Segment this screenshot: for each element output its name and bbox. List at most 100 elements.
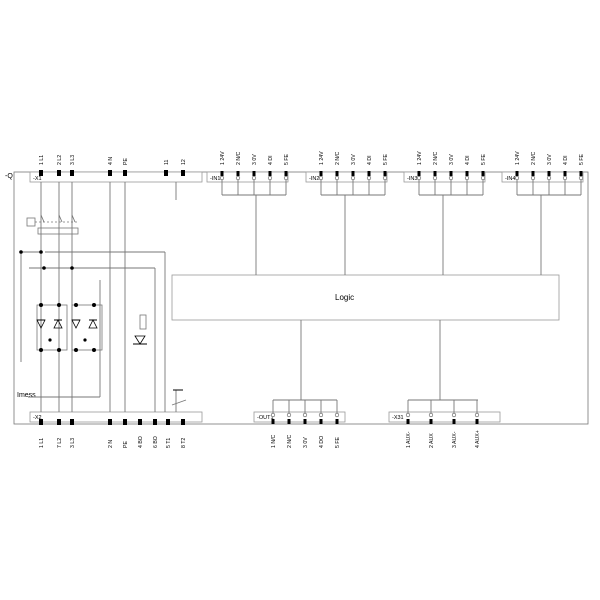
power-circuit — [19, 182, 581, 412]
in3-terminal-1 — [433, 171, 437, 176]
in1-terminal-ring-2 — [251, 175, 257, 181]
out1-terminal-ring-1 — [286, 412, 292, 418]
out1-terminal-2 — [303, 419, 307, 424]
out1-terminal-label-4: 5 FE — [335, 437, 341, 448]
x2-terminal-2 — [70, 419, 74, 425]
x2-terminal-label-4: PE — [123, 441, 129, 448]
device-frame — [13, 171, 589, 425]
out1-terminal-ring-0 — [270, 412, 276, 418]
in1-terminal-label-3: 4 DI — [268, 155, 274, 165]
in2-terminal-label-1: 2 N/C — [335, 151, 341, 165]
x1-terminal-5 — [164, 170, 168, 176]
x2-terminal-label-6: 6 BO — [153, 436, 159, 448]
x2-terminal-label-1: 7 L2 — [57, 438, 63, 448]
out1-strip — [253, 411, 346, 423]
in3-terminal-label-2: 3 0V — [449, 154, 455, 165]
in3-terminal-ring-4 — [480, 175, 486, 181]
x31-terminal-1 — [429, 419, 433, 424]
in4-terminal-label-3: 4 DI — [563, 155, 569, 165]
in2-terminal-0 — [319, 171, 323, 176]
x2-terminal-7 — [166, 419, 170, 425]
in2-terminal-ring-4 — [382, 175, 388, 181]
in2-terminal-label-3: 4 DI — [367, 155, 373, 165]
in2-terminal-ring-1 — [334, 175, 340, 181]
in1-terminal-0 — [220, 171, 224, 176]
in1-terminal-label-4: 5 FE — [284, 154, 290, 165]
x31-terminal-label-3: 4 AUX+ — [475, 430, 481, 448]
x2-terminal-1 — [57, 419, 61, 425]
x2-terminal-label-5: 4 BO — [138, 436, 144, 448]
in4-terminal-3 — [563, 171, 567, 176]
in1-terminal-label-2: 3 0V — [252, 154, 258, 165]
x2-strip — [29, 411, 203, 423]
x1-terminal-label-1: 2 L2 — [57, 155, 63, 165]
x31-terminal-ring-2 — [451, 412, 457, 418]
x31-terminal-label-2: 3 AUX- — [452, 431, 458, 448]
x2-terminal-label-8: 8 T2 — [181, 438, 187, 448]
x2-terminal-6 — [153, 419, 157, 425]
out1-terminal-0 — [271, 419, 275, 424]
in4-terminal-ring-3 — [562, 175, 568, 181]
x1-terminal-label-5: 11 — [164, 160, 170, 165]
in3-terminal-label-4: 5 FE — [481, 154, 487, 165]
in2-terminal-2 — [351, 171, 355, 176]
x31-terminal-3 — [475, 419, 479, 424]
in3-terminal-ring-0 — [416, 175, 422, 181]
x31-terminal-label-1: 2 AUX — [429, 433, 435, 448]
out1-terminal-4 — [335, 419, 339, 424]
in4-terminal-ring-2 — [546, 175, 552, 181]
x2-terminal-label-0: 1 L1 — [39, 438, 45, 448]
x1-terminal-1 — [57, 170, 61, 176]
x31-terminal-ring-3 — [474, 412, 480, 418]
in2-terminal-1 — [335, 171, 339, 176]
out1-terminal-label-3: 4 DO — [319, 436, 325, 448]
x31-label: -X31 — [392, 415, 404, 421]
in1-terminal-ring-1 — [235, 175, 241, 181]
out1-terminal-label-1: 2 N/C — [287, 434, 293, 448]
out1-terminal-ring-3 — [318, 412, 324, 418]
in1-terminal-label-0: 1 24V — [220, 151, 226, 165]
in4-terminal-ring-0 — [514, 175, 520, 181]
in3-terminal-2 — [449, 171, 453, 176]
in3-terminal-label-3: 4 DI — [465, 155, 471, 165]
in3-terminal-ring-3 — [464, 175, 470, 181]
x31-terminal-ring-1 — [428, 412, 434, 418]
x1-terminal-label-6: 12 — [181, 159, 187, 165]
x1-terminal-0 — [39, 170, 43, 176]
in2-label: -IN2 — [309, 176, 319, 182]
x2-terminal-label-3: 2 N — [108, 440, 114, 448]
x31-terminal-label-0: 1 AUX- — [406, 431, 412, 448]
out1-terminal-label-2: 3 0V — [303, 437, 309, 448]
x2-terminal-0 — [39, 419, 43, 425]
in3-terminal-ring-2 — [448, 175, 454, 181]
logic-block — [171, 274, 560, 321]
in2-strip — [305, 171, 388, 183]
in2-terminal-ring-2 — [350, 175, 356, 181]
in1-terminal-ring-4 — [283, 175, 289, 181]
x1-strip — [29, 171, 203, 183]
in2-terminal-label-2: 3 0V — [351, 154, 357, 165]
out1-terminal-1 — [287, 419, 291, 424]
imess-label: Imess — [17, 392, 36, 399]
x31-terminal-ring-0 — [405, 412, 411, 418]
x1-terminal-label-4: PE — [123, 158, 129, 165]
in4-terminal-label-0: 1 24V — [515, 151, 521, 165]
in4-terminal-label-2: 3 0V — [547, 154, 553, 165]
x2-terminal-label-7: 5 T1 — [166, 438, 172, 448]
in4-terminal-label-4: 5 FE — [579, 154, 585, 165]
in1-terminal-2 — [252, 171, 256, 176]
x2-terminal-8 — [181, 419, 185, 425]
x2-label: -X2 — [33, 415, 42, 421]
in2-terminal-3 — [367, 171, 371, 176]
in2-terminal-label-4: 5 FE — [383, 154, 389, 165]
in2-terminal-ring-0 — [318, 175, 324, 181]
x2-terminal-label-2: 3 L3 — [70, 438, 76, 448]
in3-label: -IN3 — [407, 176, 417, 182]
in3-strip — [403, 171, 486, 183]
in4-terminal-2 — [547, 171, 551, 176]
x1-terminal-6 — [181, 170, 185, 176]
x2-terminal-3 — [108, 419, 112, 425]
in2-terminal-4 — [383, 171, 387, 176]
x2-terminal-5 — [138, 419, 142, 425]
